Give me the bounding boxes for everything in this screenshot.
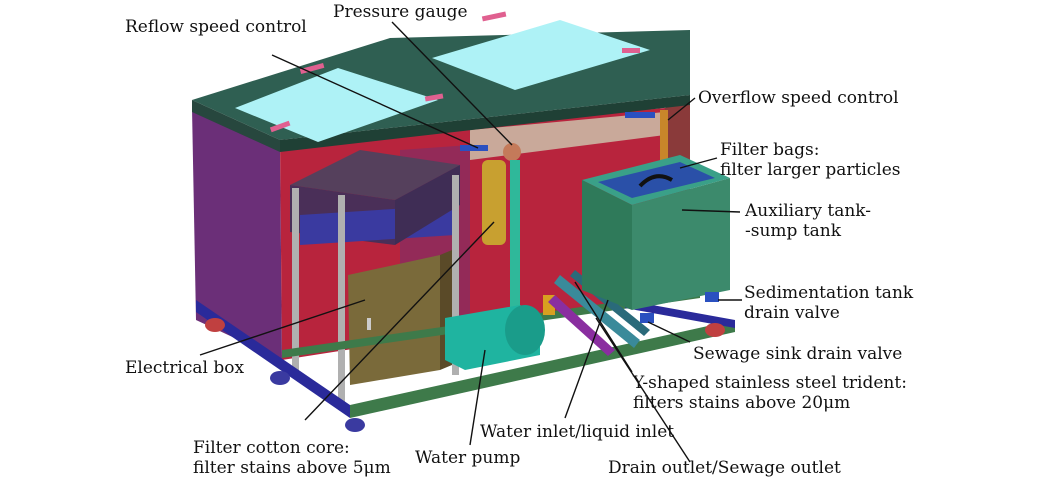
wheel-2	[270, 371, 290, 385]
label-text: filters stains above 20μm	[633, 393, 851, 413]
base-frame-left	[196, 300, 350, 418]
trident-pipe	[554, 275, 640, 348]
inlet-pipe-purple	[548, 295, 615, 356]
base-frame-front	[350, 320, 735, 418]
label-filter-cotton-core: Filter cotton core: filter stains above …	[193, 438, 391, 478]
sewage-sink-drain-valve	[640, 313, 654, 323]
label-text: Water inlet/liquid inlet	[480, 422, 675, 442]
label-reflow-speed-control: Reflow speed control	[125, 17, 307, 37]
label-text: Y-shaped stainless steel trident:	[633, 373, 907, 393]
label-text: Filter cotton core:	[193, 438, 350, 458]
leader-overflow	[667, 97, 696, 121]
pressure-gauge-dial	[503, 143, 521, 161]
label-text: Pressure gauge	[333, 2, 468, 22]
frame-post-1	[292, 188, 299, 378]
label-text: filter larger particles	[720, 160, 901, 180]
leader-water-pump	[469, 349, 486, 446]
label-water-pump: Water pump	[415, 448, 520, 468]
label-text: Sewage sink drain valve	[693, 344, 903, 364]
label-water-inlet: Water inlet/liquid inlet	[480, 422, 674, 442]
lid-handle-left-c	[269, 120, 291, 133]
label-text: -sump tank	[745, 221, 842, 241]
tank-lid-edge-front	[280, 95, 690, 152]
electrical-box-handle	[367, 318, 371, 330]
label-overflow-speed-control: Overflow speed control	[698, 88, 899, 108]
label-filter-bags: Filter bags: filter larger particles	[720, 140, 901, 180]
reflow-valve	[460, 145, 488, 151]
lid-handle-left-b	[424, 93, 444, 102]
label-text: Reflow speed control	[125, 17, 307, 37]
water-pump-motor	[505, 305, 545, 355]
leader-pressure-gauge	[391, 21, 513, 146]
leader-sewage-sink	[647, 321, 691, 343]
frame-post-2	[338, 195, 345, 410]
filter-bag-opening	[598, 162, 715, 198]
control-box-top	[290, 150, 460, 200]
label-electrical-box: Electrical box	[125, 358, 244, 378]
leader-filter-cotton	[304, 221, 495, 421]
tank-lid-edge	[192, 100, 280, 152]
filter-cotton-core	[482, 160, 506, 245]
leader-electrical-box	[199, 299, 366, 356]
label-text: Sedimentation tank	[744, 283, 914, 303]
overflow-pipe	[660, 110, 668, 170]
frame-post-3	[452, 175, 459, 375]
filter-bag-handle	[638, 174, 674, 188]
leader-reflow	[271, 54, 479, 149]
label-text: drain valve	[744, 303, 840, 323]
gauge-pipe	[510, 160, 520, 315]
label-text: Electrical box	[125, 358, 245, 378]
label-text: Auxiliary tank-	[745, 201, 872, 221]
label-y-shaped-trident: Y-shaped stainless steel trident: filter…	[633, 373, 907, 413]
leader-aux-tank	[681, 209, 741, 213]
wheel-4	[705, 323, 725, 337]
sedimentation-drain-valve	[705, 292, 719, 302]
wheel-1	[205, 318, 225, 332]
leader-water-inlet	[564, 299, 609, 419]
label-text: Overflow speed control	[698, 88, 899, 108]
leader-drain-outlet	[595, 317, 691, 463]
lid-handle-left-a	[299, 62, 325, 75]
leader-filter-bags	[679, 157, 718, 169]
label-text: Water pump	[415, 448, 521, 468]
overflow-valve	[625, 112, 655, 118]
leader-y-trident	[574, 281, 633, 373]
wheel-3	[345, 418, 365, 432]
label-sewage-sink-drain-valve: Sewage sink drain valve	[693, 344, 902, 364]
label-pressure-gauge: Pressure gauge	[333, 2, 468, 22]
label-drain-outlet: Drain outlet/Sewage outlet	[608, 458, 841, 478]
label-text: Drain outlet/Sewage outlet	[608, 458, 841, 478]
tank-left-side	[192, 108, 282, 360]
auxiliary-tank-front	[582, 180, 632, 310]
label-auxiliary-tank: Auxiliary tank- -sump tank	[745, 201, 871, 241]
lid-panel-right	[432, 20, 650, 90]
label-sedimentation-tank: Sedimentation tank drain valve	[744, 283, 913, 323]
lid-handle-right-b	[622, 48, 640, 53]
electrical-box-body	[348, 255, 440, 385]
label-text: Filter bags:	[720, 140, 820, 160]
lid-handle-right-a	[481, 11, 507, 22]
label-text: filter stains above 5μm	[193, 458, 391, 478]
control-box-right	[395, 165, 460, 245]
base-frame-right	[625, 300, 735, 328]
